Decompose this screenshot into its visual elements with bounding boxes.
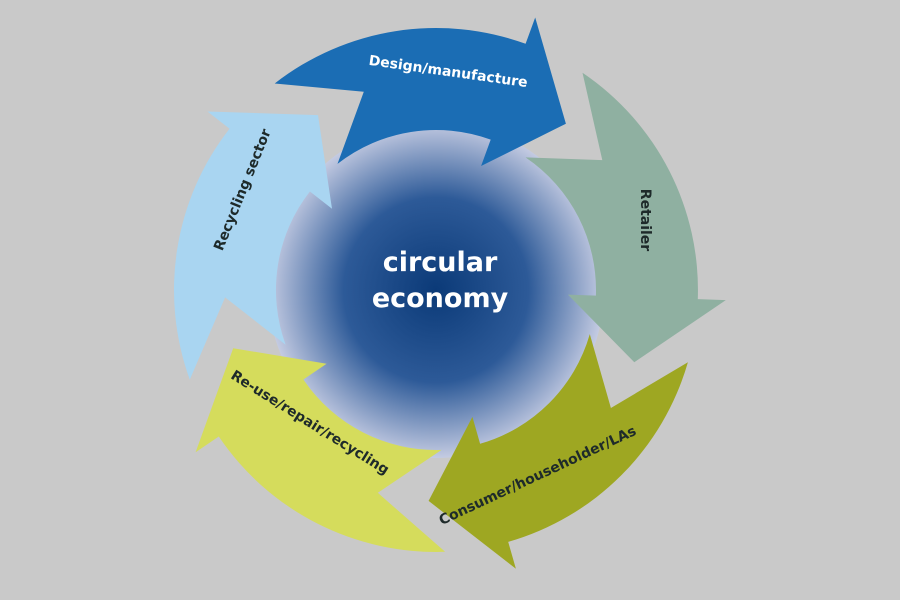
segment-label-retailer: Retailer	[637, 188, 654, 252]
arrow-segment-consumer	[428, 334, 688, 569]
arrow-segment-design	[274, 17, 566, 166]
arrow-segment-reuse	[195, 348, 446, 552]
core-circle	[268, 122, 604, 458]
center-title-line2: economy	[371, 283, 509, 314]
arrow-segment-recycling	[173, 111, 332, 380]
center-title: circular economy	[335, 245, 545, 317]
center-title-line1: circular	[382, 247, 498, 278]
arrow-segment-retailer	[525, 72, 726, 363]
